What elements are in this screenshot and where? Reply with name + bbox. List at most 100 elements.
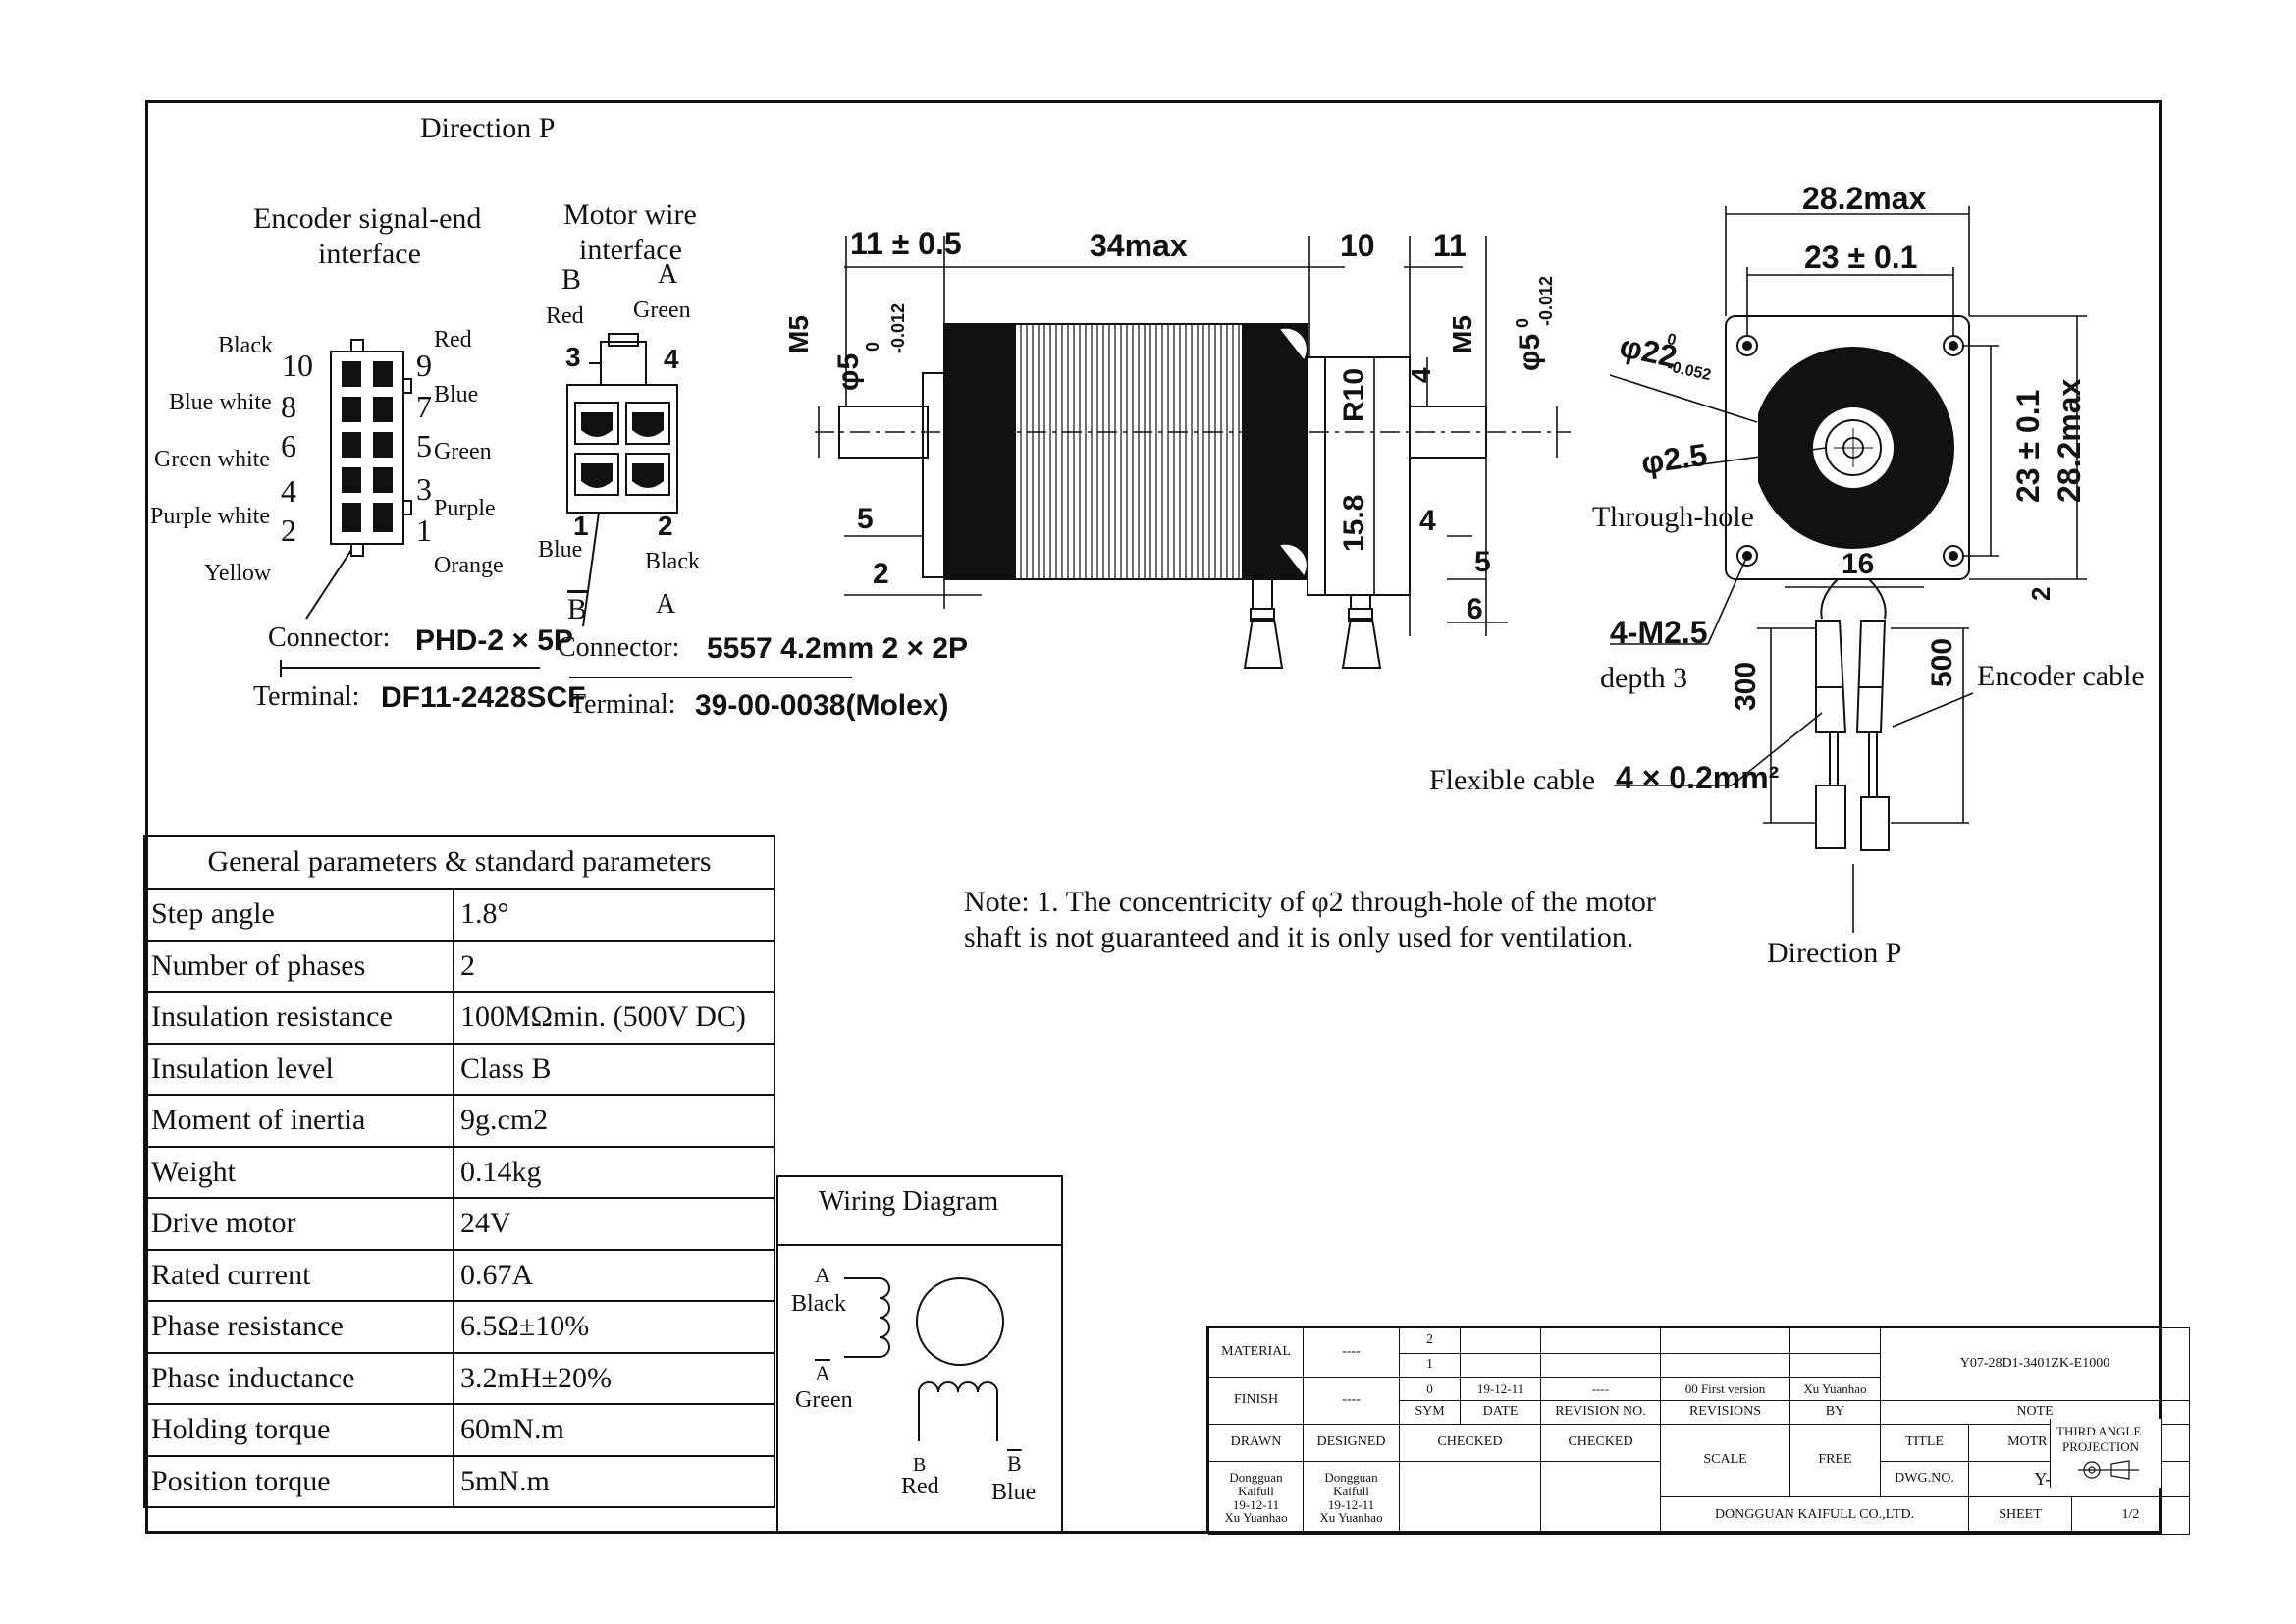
motor-pin-a-letter: A: [658, 259, 678, 290]
motor-terminal-value: 39-00-0038(Molex): [695, 689, 949, 722]
flexible-cable-label: Flexible cable: [1429, 764, 1596, 796]
dim-m5-right: M5: [1447, 315, 1477, 353]
dim-4-m2-5: 4-M2.5: [1610, 615, 1708, 650]
wiring-black-label: Black: [791, 1291, 846, 1317]
through-hole-label: Through-hole: [1592, 501, 1754, 533]
param-value: 24V: [453, 1197, 775, 1251]
document-code: Y07-28D1-3401ZK-E1000: [1880, 1327, 2190, 1401]
depth-label: depth 3: [1600, 662, 1688, 694]
dim-2-left: 2: [873, 558, 889, 590]
drawn-company-2: Kaifull: [1238, 1483, 1274, 1498]
designed-label: DESIGNED: [1303, 1424, 1400, 1462]
drawn-date: 19-12-11: [1232, 1496, 1280, 1512]
wiring-a-bar-letter: A: [815, 1361, 830, 1385]
pin9-color: Red: [434, 327, 472, 352]
motor-connector-label: Connector:: [558, 632, 680, 663]
param-name: Number of phases: [143, 939, 454, 993]
rev-sym-1: 1: [1399, 1353, 1461, 1378]
encoder-interface-title: Encoder signal-end: [253, 202, 482, 235]
param-value: 1.8°: [453, 888, 775, 942]
param-value: 60mN.m: [453, 1403, 775, 1457]
motor-pin3-num: 3: [565, 342, 581, 372]
direction-p-top-label: Direction P: [420, 112, 556, 144]
dwg-no-label: DWG.NO.: [1880, 1461, 1969, 1497]
dim-m5-left: M5: [783, 315, 814, 353]
motor-pin-green-label: Green: [633, 298, 691, 323]
motor-pin-blue-label: Blue: [538, 537, 583, 563]
designed-by: Xu Yuanhao: [1319, 1510, 1383, 1526]
hdr-sym: SYM: [1399, 1400, 1461, 1425]
dim-28-2-width: 28.2max: [1802, 181, 1927, 216]
projection-label-2: PROJECTION: [2062, 1439, 2140, 1454]
param-name: Position torque: [143, 1454, 454, 1508]
param-name: Drive motor: [143, 1197, 454, 1251]
motor-pin4-num: 4: [664, 344, 679, 374]
param-name: Moment of inertia: [143, 1094, 454, 1148]
rev0-date: 19-12-11: [1460, 1377, 1541, 1401]
motor-pin-b-bar-bottom-letter: B: [567, 593, 588, 625]
projection-cell: THIRD ANGLE PROJECTION: [2050, 1419, 2161, 1488]
material-value: ----: [1303, 1327, 1400, 1378]
parameters-title: General parameters & standard parameters: [143, 835, 775, 890]
pin3-num: 3: [416, 471, 432, 507]
motor-wire-title-2: interface: [579, 234, 682, 266]
dim-phi5-left-tol-top: 0: [863, 341, 882, 352]
dim-300: 300: [1730, 661, 1762, 711]
encoder-interface-title-2: interface: [318, 238, 421, 270]
param-name: Insulation resistance: [143, 991, 454, 1045]
motor-pin-b-bar-letter: B: [561, 263, 582, 296]
finish-label: FINISH: [1208, 1377, 1304, 1425]
dim-500: 500: [1926, 637, 1958, 687]
scale-label: SCALE: [1660, 1424, 1790, 1497]
pin5-num: 5: [416, 428, 432, 463]
designed-company: Dongguan: [1324, 1470, 1378, 1486]
param-value: 9g.cm2: [453, 1094, 775, 1148]
drawn-by: Xu Yuanhao: [1224, 1510, 1288, 1526]
sheet-value: 1/2: [2071, 1496, 2190, 1535]
encoder-terminal-value: DF11-2428SCF: [381, 681, 586, 714]
designed-info: Dongguan Kaifull 19-12-11 Xu Yuanhao: [1303, 1461, 1400, 1535]
checked-label-1: CHECKED: [1399, 1424, 1541, 1462]
hdr-by: BY: [1789, 1400, 1881, 1425]
wiring-diagram-box: [776, 1175, 1063, 1533]
dim-23-height: 23 ± 0.1: [2010, 389, 2046, 503]
hdr-date: DATE: [1460, 1400, 1541, 1425]
dim-15-8: 15.8: [1338, 494, 1370, 552]
pin8-color: Blue white: [169, 390, 272, 415]
pin9-num: 9: [416, 348, 432, 383]
dim-23-width: 23 ± 0.1: [1804, 240, 1918, 275]
motor-connector-value: 5557 4.2mm 2 × 2P: [707, 632, 969, 665]
dim-10: 10: [1340, 228, 1375, 263]
rev0-description: 00 First version: [1660, 1377, 1790, 1401]
param-name: Insulation level: [143, 1042, 454, 1096]
dim-11-tol: 11 ± 0.5: [850, 226, 962, 261]
dim-16: 16: [1842, 548, 1875, 580]
param-name: Step angle: [143, 888, 454, 942]
pin7-num: 7: [416, 389, 432, 424]
param-name: Phase resistance: [143, 1300, 454, 1354]
pin10-color: Black: [218, 333, 273, 358]
wiring-b-bar-letter: B: [1007, 1451, 1022, 1476]
wiring-diagram-title: Wiring Diagram: [819, 1186, 999, 1217]
drawn-info: Dongguan Kaifull 19-12-11 Xu Yuanhao: [1208, 1461, 1304, 1535]
dim-r10: R10: [1338, 367, 1370, 422]
hdr-revision-no: REVISION NO.: [1540, 1400, 1661, 1425]
pin6-color: Green white: [154, 447, 270, 472]
param-name: Phase inductance: [143, 1351, 454, 1405]
dim-6: 6: [1467, 593, 1483, 625]
sheet-label: SHEET: [1968, 1496, 2072, 1535]
wiring-red-label: Red: [901, 1474, 939, 1499]
material-label: MATERIAL: [1208, 1327, 1304, 1378]
dim-4-top: 4: [1406, 367, 1436, 383]
param-value: 3.2mH±20%: [453, 1351, 775, 1405]
param-value: 0.14kg: [453, 1145, 775, 1199]
